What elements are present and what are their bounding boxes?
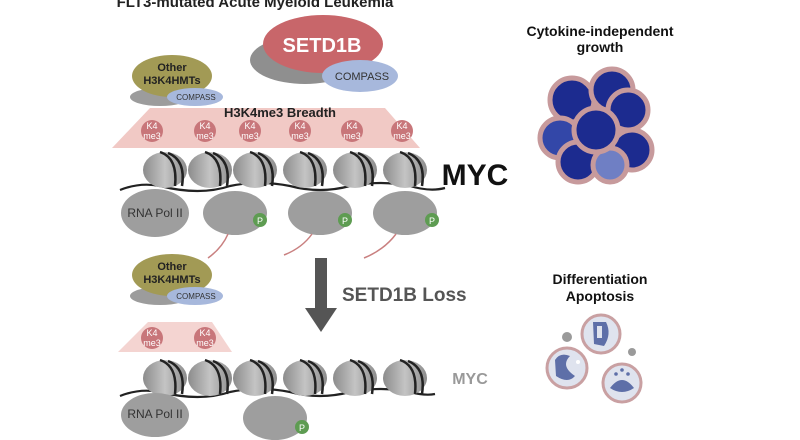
svg-text:K4: K4 [396, 121, 407, 131]
nucleosome [233, 358, 277, 396]
differentiated-cell [580, 313, 622, 355]
differentiating-cells [545, 313, 643, 404]
other-hmt-label-line2: H3K4HMTs [143, 75, 200, 87]
phenotype-top-line1: Cytokine-independent [526, 23, 673, 39]
rna-pol-ii-label: RNA Pol II [127, 407, 182, 421]
phenotype-bottom-line2: Apoptosis [566, 288, 635, 304]
k4me3-mark: K4 me3 [141, 120, 163, 142]
other-hmt-label-line2: H3K4HMTs [143, 274, 200, 286]
k4me3-mark: K4 me3 [194, 327, 216, 349]
rna-pol-ii: P [283, 191, 352, 256]
rna-pol-ii [121, 189, 189, 237]
svg-text:K4: K4 [294, 121, 305, 131]
nucleosomes-top [143, 150, 427, 188]
nucleosome [188, 358, 232, 396]
nucleosome [383, 358, 427, 396]
k4me3-marks-top: K4 me3 K4 me3 K4 me3 K4 me3 K4 me3 [141, 120, 413, 142]
compass-complex [322, 60, 398, 92]
svg-text:me3: me3 [143, 131, 161, 141]
svg-text:K4: K4 [146, 121, 157, 131]
phenotype-bottom: Differentiation Apoptosis [545, 271, 648, 404]
other-hmt-protein [132, 55, 212, 97]
rna-pol-ii-label: RNA Pol II [127, 206, 182, 220]
svg-text:K4: K4 [199, 121, 210, 131]
other-compass-label: COMPASS [176, 292, 215, 301]
other-compass-complex [167, 88, 223, 106]
apoptotic-body [628, 348, 636, 356]
apoptotic-body [562, 332, 572, 342]
svg-text:me3: me3 [196, 131, 214, 141]
svg-text:P: P [429, 216, 435, 226]
svg-text:me3: me3 [241, 131, 259, 141]
nucleosome [283, 150, 327, 188]
other-hmt-label-line1: Other [157, 261, 187, 273]
setd1b-label: SETD1B [283, 35, 362, 57]
transition-label: SETD1B Loss [342, 285, 467, 306]
nucleosome [143, 358, 187, 396]
transition-arrow-shaft [315, 258, 327, 310]
rna-pol-ii-complexes-bottom: RNA Pol II P [121, 393, 309, 440]
h3k4me3-breadth-band [112, 108, 420, 148]
top-panel: H3K4me3 Breadth SETD1B COMPASS Other H3K… [112, 15, 509, 259]
bottom-panel: Other H3K4HMTs COMPASS K4 me3 K4 me3 [118, 254, 488, 440]
phenotype-top-line2: growth [577, 39, 624, 55]
rna-pol-ii [121, 393, 189, 437]
compass-label: COMPASS [335, 71, 389, 83]
differentiated-cell [545, 346, 589, 390]
svg-text:K4: K4 [346, 121, 357, 131]
other-hmt-label-line1: Other [157, 62, 187, 74]
k4me3-mark: K4 me3 [391, 120, 413, 142]
nucleosome [333, 150, 377, 188]
svg-text:me3: me3 [393, 131, 411, 141]
nucleosome [188, 150, 232, 188]
rna-pol-ii: P [203, 191, 267, 259]
nucleosomes-bottom [143, 358, 427, 396]
svg-text:K4: K4 [146, 328, 157, 338]
nucleosome [233, 150, 277, 188]
other-compass-complex [167, 287, 223, 305]
svg-text:P: P [299, 423, 305, 433]
nucleosome [143, 150, 187, 188]
phenotype-top: Cytokine-independent growth [526, 23, 674, 185]
nucleosome [283, 358, 327, 396]
myc-gene-label-bottom: MYC [452, 371, 488, 388]
nucleosome [383, 150, 427, 188]
svg-text:P: P [342, 216, 348, 226]
svg-text:P: P [257, 216, 263, 226]
diagram-title: FLT3-mutated Acute Myeloid Leukemia [117, 0, 394, 11]
setd1b-protein [263, 15, 383, 73]
nucleosome [333, 358, 377, 396]
k4me3-mark: K4 me3 [289, 120, 311, 142]
svg-text:K4: K4 [244, 121, 255, 131]
rna-pol-ii: P [363, 191, 439, 259]
svg-text:K4: K4 [199, 328, 210, 338]
other-hmt-protein [132, 254, 212, 296]
phenotype-bottom-line1: Differentiation [553, 271, 648, 287]
h3k4me3-breadth-label: H3K4me3 Breadth [224, 105, 336, 120]
svg-text:me3: me3 [343, 131, 361, 141]
k4me3-mark: K4 me3 [194, 120, 216, 142]
k4me3-mark: K4 me3 [341, 120, 363, 142]
k4me3-mark: K4 me3 [239, 120, 261, 142]
transition-arrow-head [305, 308, 337, 332]
myc-gene-label-top: MYC [442, 159, 509, 192]
svg-text:me3: me3 [196, 338, 214, 348]
rna-pol-ii-complexes-top: RNA Pol II P P P [121, 189, 439, 259]
svg-text:me3: me3 [291, 131, 309, 141]
leukemic-cell-cluster [537, 66, 655, 185]
setd1b-loss-transition: SETD1B Loss [305, 258, 467, 332]
leukemic-cell [571, 105, 621, 155]
other-compass-label: COMPASS [176, 93, 215, 102]
rna-pol-ii: P [243, 396, 309, 440]
k4me3-mark: K4 me3 [141, 327, 163, 349]
svg-text:me3: me3 [143, 338, 161, 348]
k4me3-marks-bottom: K4 me3 K4 me3 [141, 327, 216, 349]
differentiated-cell [601, 362, 643, 404]
